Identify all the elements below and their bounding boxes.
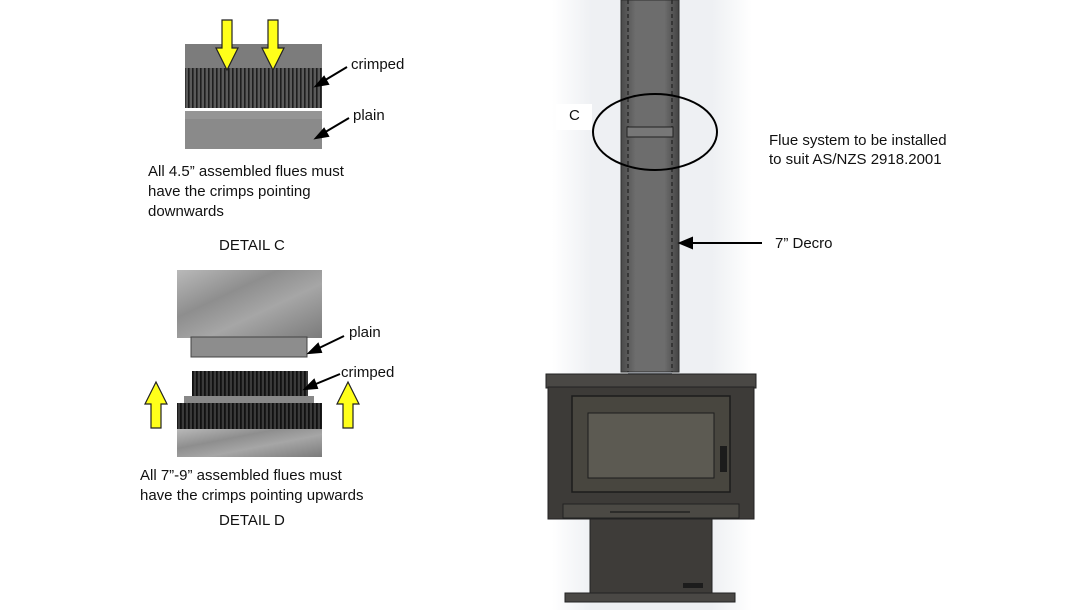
pointer-arrow-icon — [313, 117, 350, 140]
detail-c-crimped-label: crimped — [351, 56, 405, 73]
up-arrow-icon — [144, 380, 168, 429]
stove-handle — [720, 446, 727, 472]
detail-c-note-line3: downwards — [148, 203, 224, 220]
down-arrow-icon — [261, 19, 285, 72]
stove-glass — [587, 412, 715, 479]
detail-c-note-line2: have the crimps pointing — [148, 183, 311, 200]
detail-c-note-line1: All 4.5” assembled flues must — [148, 163, 344, 180]
detail-d-crimped-collar — [192, 371, 308, 397]
detail-d-lower-pipe — [177, 429, 322, 457]
detail-d-note-line1: All 7”-9” assembled flues must — [140, 467, 342, 484]
install-note-line1: Flue system to be installed — [769, 132, 947, 149]
stove-base-plate — [564, 592, 736, 603]
detail-d-plain-label: plain — [349, 324, 381, 341]
stove-pedestal — [589, 518, 713, 594]
down-arrow-icon — [215, 19, 239, 72]
callout-marker-box — [556, 104, 592, 130]
detail-c-upper-pipe — [185, 44, 322, 70]
pointer-arrow-icon — [313, 66, 348, 88]
detail-c-callout-ellipse — [592, 93, 718, 171]
detail-c-plain-label: plain — [353, 107, 385, 124]
stove-top — [545, 373, 757, 389]
detail-d-plain-collar — [190, 336, 308, 358]
detail-d-upper-pipe — [177, 270, 322, 338]
pointer-arrow-icon — [302, 373, 341, 391]
pointer-arrow-icon — [677, 236, 762, 250]
detail-d-note-line2: have the crimps pointing upwards — [140, 487, 364, 504]
callout-marker: C — [569, 107, 580, 124]
detail-d-title: DETAIL D — [219, 512, 285, 529]
pointer-arrow-icon — [306, 335, 345, 355]
flue-joint — [626, 126, 674, 138]
detail-d-crimped-label: crimped — [341, 364, 395, 381]
flue-label: 7” Decro — [775, 235, 833, 252]
flue-pipe — [620, 0, 680, 373]
detail-c-crimped-section — [185, 68, 322, 108]
up-arrow-icon — [336, 380, 360, 429]
detail-c-title: DETAIL C — [219, 237, 285, 254]
detail-d-lower-crimped — [177, 403, 322, 430]
install-note-line2: to suit AS/NZS 2918.2001 — [769, 151, 942, 168]
